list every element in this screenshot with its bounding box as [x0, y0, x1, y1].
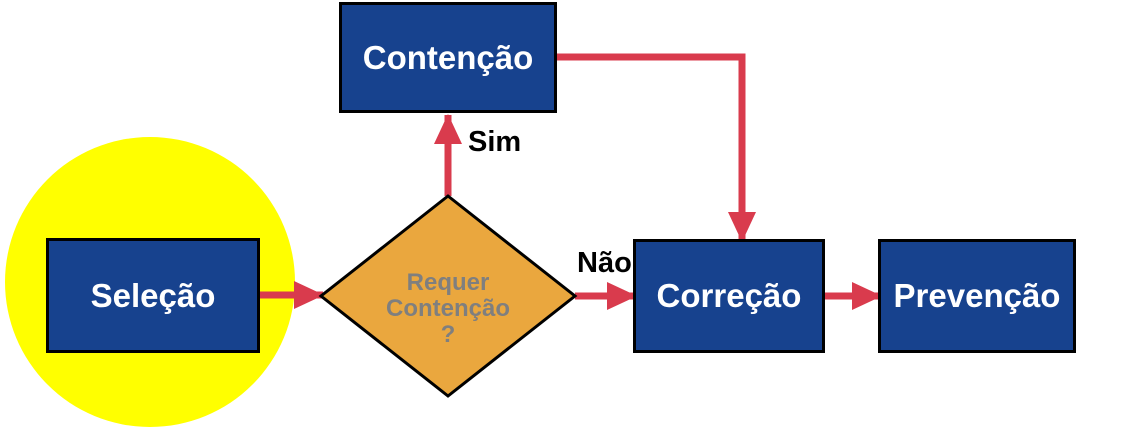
edge-label-sim: Sim — [468, 126, 522, 158]
node-correcao-label: Correção — [656, 277, 802, 314]
edge-label-nao: Não — [577, 247, 632, 279]
node-contencao-label: Contenção — [362, 38, 534, 76]
decision-diamond-shape — [318, 194, 578, 398]
node-correcao: Correção — [633, 239, 825, 353]
arrow-contencao-to-correcao — [557, 53, 756, 242]
node-prevencao-label: Prevenção — [893, 277, 1061, 314]
node-prevencao: Prevenção — [878, 239, 1076, 353]
decision-line-3: ? — [440, 321, 456, 348]
node-decision-label: Requer Contenção ? — [321, 196, 575, 396]
node-selecao-label: Seleção — [90, 276, 216, 314]
decision-line-1: Requer — [406, 269, 490, 296]
decision-line-2: Contenção — [385, 295, 510, 322]
node-selecao: Seleção — [46, 238, 260, 353]
node-contencao: Contenção — [339, 2, 557, 113]
